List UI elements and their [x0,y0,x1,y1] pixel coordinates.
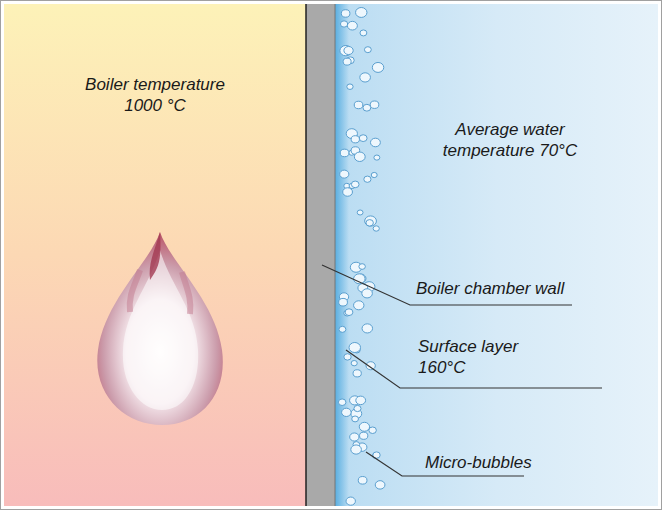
bubble [344,354,351,360]
bubble [351,136,359,143]
bubble [344,46,353,54]
boiler-space [4,4,306,506]
bubble [339,298,348,306]
wall-edge [305,4,307,506]
wall-label: Boiler chamber wall [416,278,616,299]
micro-bubbles [338,8,385,506]
water-space: Average water temperature 70°C [335,4,658,506]
bubble [339,326,346,332]
bubble [352,416,359,422]
bubble [347,21,357,30]
bubble [349,342,361,352]
bubble [375,481,385,489]
temperature-label: Boiler temperature 1000 °C [70,74,240,116]
bubble [350,433,359,441]
bubble [364,47,371,53]
bubble [351,360,357,365]
bubble [371,172,377,177]
bubble [374,155,380,160]
bubble [354,301,364,310]
flame [97,232,223,425]
bubbles-label: Micro-bubbles [425,452,575,473]
bubble [365,216,377,226]
bubble [343,188,353,196]
bubble [356,8,367,18]
bubble [360,30,367,36]
bubble [340,21,347,27]
bubble [373,226,379,231]
bubble [354,101,363,108]
bubble [358,477,367,485]
bubble [360,432,368,439]
bubble [356,396,366,405]
bubble [362,289,373,298]
bubble [369,427,377,434]
bubble [370,138,380,147]
bubble [343,58,351,65]
bubble [341,10,350,17]
bubble [357,210,363,215]
surface-layer [335,4,349,506]
bubble [360,73,371,82]
layer-label: Surface layer 160°C [418,336,536,378]
bubble [359,422,369,431]
bubble [340,149,349,157]
bubble [340,170,349,178]
bubble [342,408,352,416]
chamber-wall [306,4,335,506]
bubble [372,62,383,72]
bubble [363,104,371,111]
bubble [354,152,365,161]
bubble [354,405,361,411]
bubble [351,445,362,454]
bubble [346,497,355,505]
wall-edge [335,4,336,506]
bubble [347,84,353,90]
bubble [359,135,367,142]
bubble [351,181,359,188]
bubble [370,101,379,108]
boiler-space: Boiler temperature 1000 °C [4,4,306,506]
bubble [345,309,353,316]
bubble [362,324,373,333]
water-space [335,4,658,506]
bubble [359,264,366,270]
bubble [353,370,361,377]
bubble [364,176,371,182]
bubble [366,220,373,227]
bubble [338,399,346,406]
temperature-label: Average water temperature 70°C [418,119,603,161]
